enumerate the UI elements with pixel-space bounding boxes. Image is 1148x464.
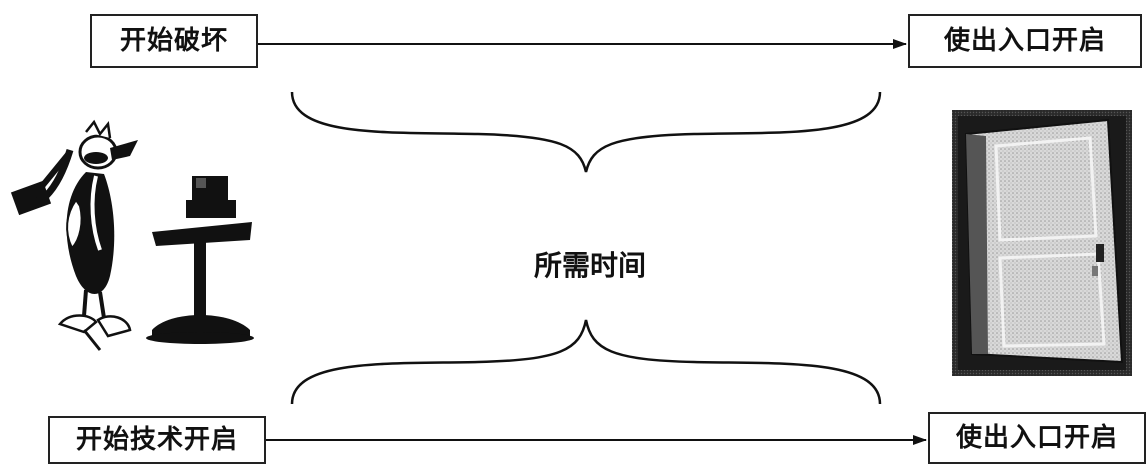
lower-brace <box>290 319 882 405</box>
start-break-label: 开始破坏 <box>119 26 228 56</box>
open-door-icon <box>952 110 1132 376</box>
exit-open-top-box: 使出入口开启 <box>908 14 1142 68</box>
exit-open-top-label: 使出入口开启 <box>943 26 1106 56</box>
duck-with-hammer-icon <box>10 119 138 351</box>
start-technical-open-label: 开始技术开启 <box>75 425 238 455</box>
lectern-stand-icon <box>146 176 254 344</box>
time-required-label: 所需时间 <box>533 249 646 282</box>
start-technical-open-box: 开始技术开启 <box>48 416 266 464</box>
exit-open-bottom-box: 使出入口开启 <box>928 412 1146 464</box>
exit-open-bottom-label: 使出入口开启 <box>955 423 1118 453</box>
upper-brace <box>290 91 882 173</box>
start-break-box: 开始破坏 <box>90 14 258 68</box>
